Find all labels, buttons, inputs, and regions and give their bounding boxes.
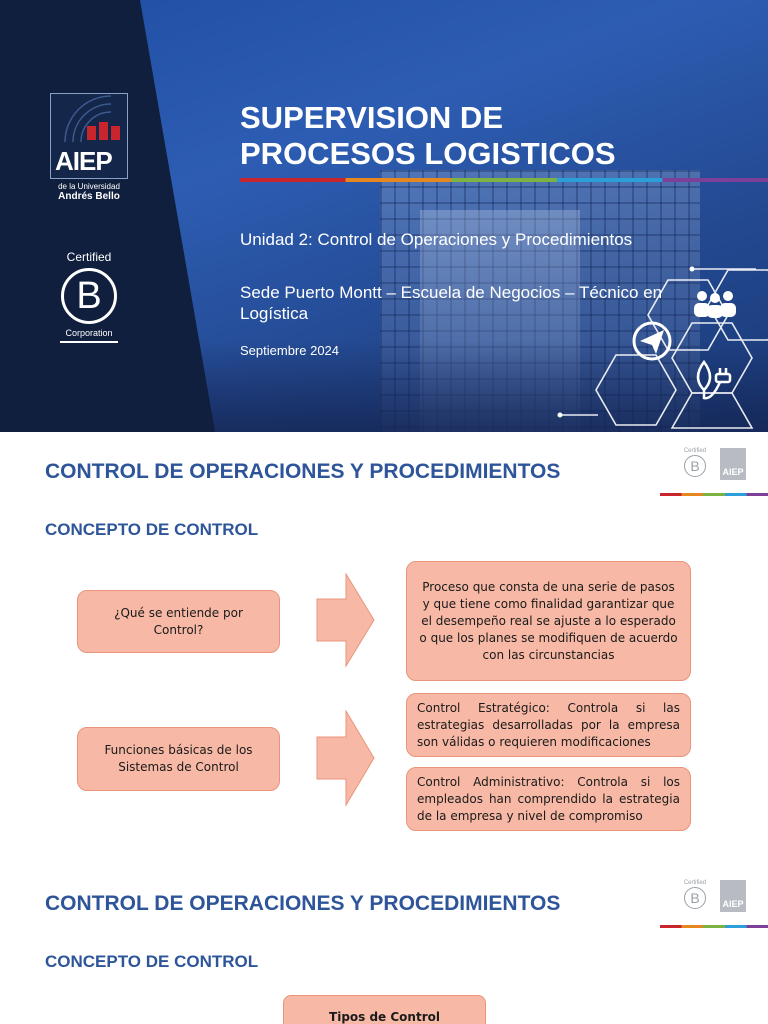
bcorp-b-icon: B xyxy=(61,268,117,324)
bcorp-underline xyxy=(60,341,118,343)
compass-icon xyxy=(632,321,672,361)
mini-bcorp-certified: Certified xyxy=(683,448,707,454)
answer-box-definition: Proceso que consta de una serie de pasos… xyxy=(406,561,691,681)
content-slide-concepto: CONTROL DE OPERACIONES Y PROCEDIMIENTOS … xyxy=(0,432,768,864)
mini-bcorp-b-icon: B xyxy=(684,887,706,909)
aiep-logo: AIEP de la Universidad Andrés Bello xyxy=(50,93,128,203)
mini-bcorp-b-icon: B xyxy=(684,455,706,477)
header-logos: Certified B AIEP xyxy=(660,880,768,930)
bcorp-logo: Certified B Corporation xyxy=(59,250,119,345)
slide-subtitle: CONCEPTO DE CONTROL xyxy=(45,952,259,971)
rainbow-divider xyxy=(240,178,768,182)
slide-subtitle: CONCEPTO DE CONTROL xyxy=(45,520,259,539)
mini-bcorp-logo: Certified B xyxy=(680,448,710,477)
tipos-de-control-box: Tipos de Control xyxy=(283,995,486,1024)
mini-bcorp-logo: Certified B xyxy=(680,880,710,909)
sede-subtitle: Sede Puerto Montt – Escuela de Negocios … xyxy=(240,283,663,323)
logo-subtitle: de la Universidad xyxy=(58,182,120,191)
title-slide: AIEP de la Universidad Andrés Bello Cert… xyxy=(0,0,768,432)
slide-title: CONTROL DE OPERACIONES Y PROCEDIMIENTOS xyxy=(45,460,561,483)
slide-title: CONTROL DE OPERACIONES Y PROCEDIMIENTOS xyxy=(45,892,561,915)
logo-university: Andrés Bello xyxy=(58,191,120,202)
question-box-control: ¿Qué se entiende por Control? xyxy=(77,590,280,653)
content-slide-tipos: CONTROL DE OPERACIONES Y PROCEDIMIENTOS … xyxy=(0,864,768,1024)
title-line-2: PROCESOS LOGISTICOS xyxy=(240,136,616,171)
plug-hexagon-icon xyxy=(671,322,753,394)
mini-bcorp-certified: Certified xyxy=(683,880,707,886)
hexagon-icons xyxy=(557,266,768,429)
aiep-logo-box: AIEP xyxy=(50,93,128,179)
presentation-date: Septiembre 2024 xyxy=(240,343,340,358)
eco-plug-icon xyxy=(696,359,732,400)
answer-box-control-administrativo: Control Administrativo: Controla si los … xyxy=(406,767,691,831)
arrow-right-icon xyxy=(316,573,375,668)
bcorp-certified: Certified xyxy=(66,250,112,264)
logo-arcs-icon xyxy=(64,95,112,143)
unit-subtitle: Unidad 2: Control de Operaciones y Proce… xyxy=(240,230,633,249)
mini-rainbow-divider xyxy=(660,925,768,928)
header-logos: Certified B AIEP xyxy=(660,448,768,498)
mini-aiep-logo: AIEP xyxy=(720,880,746,912)
bcorp-corporation: Corporation xyxy=(65,328,113,338)
mini-aiep-logo: AIEP xyxy=(720,448,746,480)
left-dark-panel xyxy=(0,0,215,432)
question-box-funciones: Funciones básicas de los Sistemas de Con… xyxy=(77,727,280,791)
arrow-right-icon xyxy=(316,710,375,807)
people-icon xyxy=(694,291,736,318)
presentation-title: SUPERVISION DE PROCESOS LOGISTICOS xyxy=(240,100,700,172)
aiep-wordmark: AIEP xyxy=(55,146,113,176)
logo-bars-icon xyxy=(87,122,120,140)
title-line-1: SUPERVISION DE xyxy=(240,100,504,135)
mini-rainbow-divider xyxy=(660,493,768,496)
answer-box-control-estrategico: Control Estratégico: Controla si las est… xyxy=(406,693,691,757)
